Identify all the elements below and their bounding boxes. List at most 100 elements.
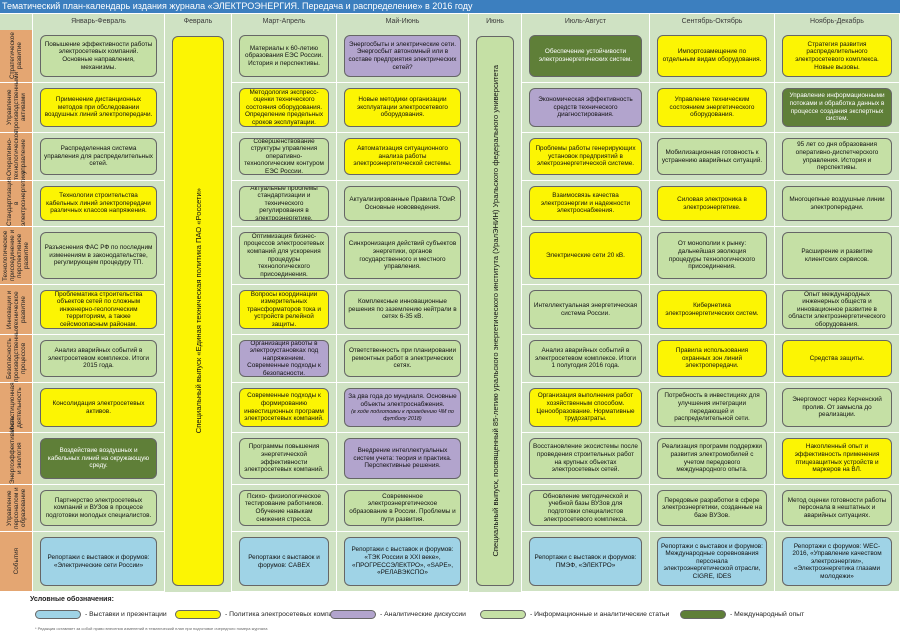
topic-item[interactable]: Репортажи с выставок и форумов: «Электри… (40, 537, 157, 586)
topic-item[interactable]: Энергомост через Керченский пролив. От з… (782, 388, 892, 427)
topic-item[interactable]: Репортажи с выставок и форумов: ПМЭФ, «Э… (529, 537, 642, 586)
topic-item[interactable]: Электрические сети 20 кВ. (529, 232, 642, 279)
topic-item[interactable]: Современное электроэнергетическое образо… (344, 490, 461, 526)
topic-item[interactable]: Вопросы координации измерительных трансф… (239, 290, 329, 329)
topic-item[interactable]: Оптимизация бизнес-процессов электросете… (239, 232, 329, 279)
topic-item[interactable]: Проблематика строительства объектов сете… (40, 290, 157, 329)
topic-item[interactable]: Реализация программ поддержки развития э… (657, 438, 767, 479)
special-issue-june-bar[interactable]: Специальный выпуск, посвященный 85-летию… (476, 36, 514, 586)
legend-swatch (330, 609, 376, 619)
topic-item[interactable]: Воздействие воздушных и кабельных линий … (40, 438, 157, 479)
legend-item: - Международный опыт (680, 608, 804, 620)
topic-item[interactable]: Энергосбыты и электрические сети. Энерго… (344, 35, 461, 77)
grid-cell: Внедрение интеллектуальных систем учета:… (337, 433, 469, 484)
grid-cell: Кибернетика электроэнергетических систем… (650, 285, 775, 334)
topic-item[interactable]: Распределенная система управления для ра… (40, 138, 157, 175)
topic-item[interactable]: Организация выполнения работ хозяйственн… (529, 388, 642, 427)
topic-item[interactable]: Управление информационными потоками и об… (782, 88, 892, 127)
topic-item[interactable]: Накопленный опыт и эффективность примене… (782, 438, 892, 479)
topic-item[interactable]: Репортажи с выставок и форумов: «ТЭК Рос… (344, 537, 461, 586)
topic-item[interactable]: Психо- физиологическое тестирование рабо… (239, 490, 329, 526)
topic-item[interactable]: Актуальные проблемы стандартизации и тех… (239, 186, 329, 221)
topic-item[interactable]: Внедрение интеллектуальных систем учета:… (344, 438, 461, 479)
topic-item[interactable]: Многоцепные воздушные линии электроперед… (782, 186, 892, 221)
topic-item[interactable]: Технологии строительства кабельных линий… (40, 186, 157, 221)
topic-item[interactable]: Кибернетика электроэнергетических систем… (657, 290, 767, 329)
topic-item[interactable]: Партнерство электросетевых компаний и ВУ… (40, 490, 157, 526)
topic-item[interactable]: Материалы к 60-летию образования ЕЭС Рос… (239, 35, 329, 77)
topic-item[interactable]: Обеспечение устойчивости электроэнергети… (529, 35, 642, 77)
topic-item[interactable]: Репортажи с выставок и форумов: CABEX (239, 537, 329, 586)
topic-text: Репортажи с форумов: WEC-2016, «Управлен… (792, 542, 882, 580)
row-label: Оперативно-технологическое управление (0, 130, 33, 180)
topic-item[interactable]: Современные подходы к формированию инвес… (239, 388, 329, 427)
header-corner (0, 14, 33, 30)
topic-item[interactable]: Методология экспресс-оценки технического… (239, 88, 329, 127)
topic-item[interactable]: Автоматизация ситуационного анализа рабо… (344, 138, 461, 175)
topic-item[interactable]: Расширение и развитие клиентских сервисо… (782, 232, 892, 279)
topic-text: Импортозамещение по отдельным видам обор… (662, 48, 762, 63)
topic-item[interactable]: Стратегия развития распределительного эл… (782, 35, 892, 77)
topic-item[interactable]: Метод оценки готовности работы персонала… (782, 490, 892, 526)
topic-item[interactable]: Импортозамещение по отдельным видам обор… (657, 35, 767, 77)
topic-item[interactable]: Анализ аварийных событий в электросетево… (40, 340, 157, 377)
grid-cell: Импортозамещение по отдельным видам обор… (650, 30, 775, 82)
topic-item[interactable]: Организация работы в электроустановках п… (239, 340, 329, 377)
topic-item[interactable]: Повышение эффективности работы электросе… (40, 35, 157, 77)
topic-item[interactable]: Передовые разработки в сфере электроэнер… (657, 490, 767, 526)
topic-item[interactable]: Взаимосвязь качества электроэнергии и на… (529, 186, 642, 221)
topic-item[interactable]: Ответственность при планировании ремонтн… (344, 340, 461, 377)
grid-cell: Многоцепные воздушные линии электроперед… (775, 181, 900, 226)
grid-cell: Репортажи с выставок и форумов: ПМЭФ, «Э… (522, 532, 650, 591)
topic-item[interactable]: Разъяснения ФАС РФ по последним изменени… (40, 232, 157, 279)
topic-text: Кибернетика электроэнергетических систем… (665, 301, 759, 317)
topic-item[interactable]: Консолидация электросетевых активов. (40, 388, 157, 427)
grid-cell: Правила использования охранных зон линий… (650, 335, 775, 382)
topic-text: Синхронизация действий субъектов энергет… (348, 240, 457, 271)
grid-cell: Актуальные проблемы стандартизации и тех… (232, 181, 337, 226)
topic-item[interactable]: Применение дистанционных методов при обс… (40, 88, 157, 127)
topic-item[interactable]: Синхронизация действий субъектов энергет… (344, 232, 461, 279)
topic-item[interactable]: 95 лет со дня образования оперативно-дис… (782, 138, 892, 175)
topic-item[interactable]: Правила использования охранных зон линий… (657, 340, 767, 377)
topic-item[interactable]: Интеллектуальная энергетическая система … (529, 290, 642, 329)
grid-cell: Репортажи с выставок и форумов: CABEX (232, 532, 337, 591)
topic-item[interactable]: Потребность в инвестициях для улучшения … (657, 388, 767, 427)
topic-item[interactable]: Обновление методической и учебной базы В… (529, 490, 642, 526)
topic-item[interactable]: Опыт международных инженерных обществ и … (782, 290, 892, 329)
topic-item[interactable]: Силовая электроника в электроэнергетике. (657, 186, 767, 221)
topic-item[interactable]: Проблемы работы генерирующих установок п… (529, 138, 642, 175)
topic-item[interactable]: Мобилизационная готовность к устранению … (657, 138, 767, 175)
grid-cell: Обновление методической и учебной базы В… (522, 485, 650, 531)
grid-cell: Потребность в инвестициях для улучшения … (650, 383, 775, 432)
topic-note: (в ходе подготовки к проведению ЧМ по фу… (351, 409, 454, 422)
topic-item[interactable]: Средства защиты. (782, 340, 892, 377)
topic-text: Обновление методической и учебной базы В… (542, 492, 629, 523)
topic-text: Силовая электроника в электроэнергетике. (677, 195, 747, 211)
topic-item[interactable]: Комплексные инновационные решения по заз… (344, 290, 461, 329)
grid-cell: Энергосбыты и электрические сети. Энерго… (337, 30, 469, 82)
topic-item[interactable]: Актуализированные Правила ТОиР. Основные… (344, 186, 461, 221)
topic-item[interactable]: Репортажи с выставок и форумов: Междунар… (657, 537, 767, 586)
topic-text: Правила использования охранных зон линий… (675, 347, 749, 370)
page-title: Тематический план-календарь издания журн… (0, 0, 900, 13)
topic-item[interactable]: Восстановление экосистемы после проведен… (529, 438, 642, 479)
topic-item[interactable]: Репортажи с форумов: WEC-2016, «Управлен… (782, 537, 892, 586)
topic-item[interactable]: От монополии к рынку: дальнейшая эволюци… (657, 232, 767, 279)
topic-item[interactable]: Анализ аварийных событий в электросетево… (529, 340, 642, 377)
grid-cell: Автоматизация ситуационного анализа рабо… (337, 133, 469, 180)
topic-item[interactable]: Совершенствование структуры управления о… (239, 138, 329, 175)
topic-text: Взаимосвязь качества электроэнергии и на… (540, 192, 631, 215)
topic-item[interactable]: Экономическая эффективность средств техн… (529, 88, 642, 127)
topic-text: Управление техническим состоянием энерге… (669, 96, 755, 119)
topic-item[interactable]: Программы повышения энергетической эффек… (239, 438, 329, 479)
special-issue-february-bar[interactable]: Специальный выпуск «Единая техническая п… (172, 36, 224, 586)
topic-item[interactable]: За два года до мундиаля. Основные объект… (344, 388, 461, 427)
topic-item[interactable]: Новые методики организации эксплуатации … (344, 88, 461, 127)
grid-cell: Репортажи с форумов: WEC-2016, «Управлен… (775, 532, 900, 591)
topic-item[interactable]: Управление техническим состоянием энерге… (657, 88, 767, 127)
